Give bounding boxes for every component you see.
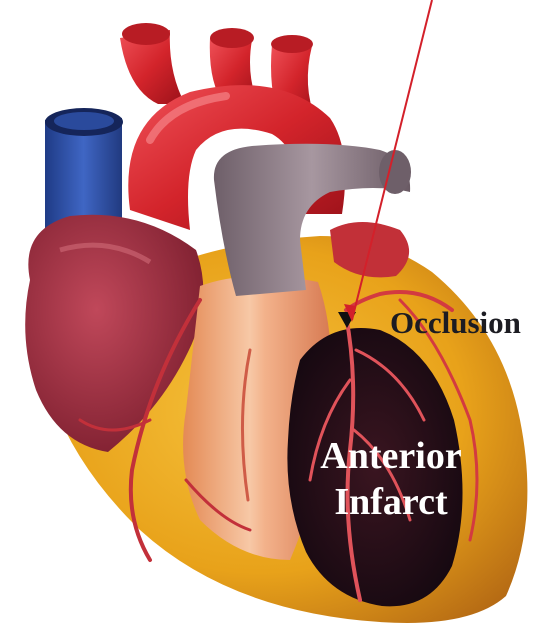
infarct-label-line1: Anterior [308,436,474,476]
occlusion-label: Occlusion [390,306,521,340]
infarct-label-line2: Infarct [308,482,474,522]
